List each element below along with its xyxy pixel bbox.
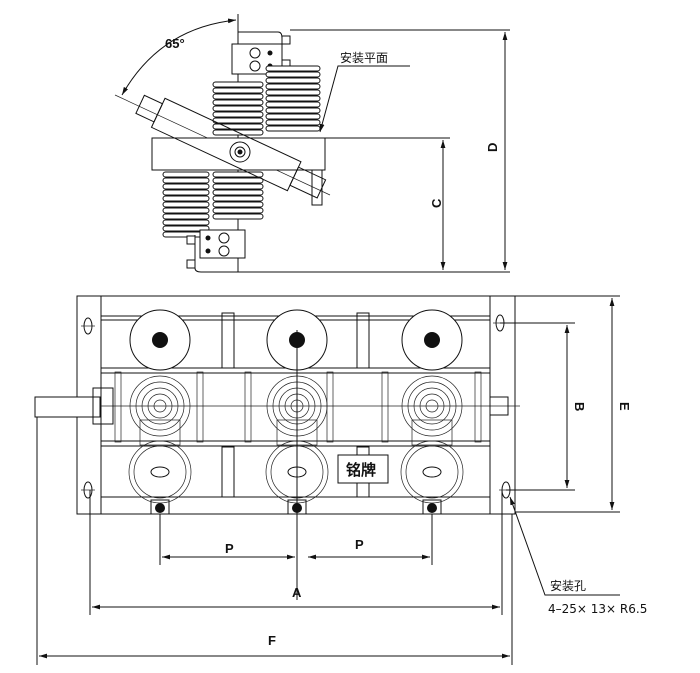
insulator-rib (162, 189, 210, 196)
mechanism-ring (153, 399, 167, 413)
insulator-rib (212, 117, 264, 124)
lower-terminal-circle (400, 440, 464, 504)
bottom-bolt (427, 503, 437, 513)
mechanism-ring (129, 375, 191, 437)
mounting-hole-label: 安装孔 (550, 578, 586, 593)
insulator-rib (265, 77, 321, 84)
insulator-rib (162, 171, 210, 178)
insulator-rib (265, 89, 321, 96)
insulator-rib (212, 105, 264, 112)
insulator-rib (212, 99, 264, 106)
mounting-plane-label: 安装平面 (340, 50, 388, 65)
plan-view: 铭牌 P P A F B E 安装孔 4–25× 13× R6.5 (34, 295, 647, 665)
insulator-rib (162, 201, 210, 208)
mounting-hole-spec: 4–25× 13× R6.5 (548, 602, 647, 616)
insulator-rib (212, 189, 264, 196)
mechanism-ring (147, 393, 173, 419)
mechanism-ring (401, 375, 463, 437)
mechanism-ring (413, 387, 451, 425)
insulator-rib (212, 195, 264, 202)
mechanism-ring (407, 381, 457, 431)
mounting-plane-leader (319, 65, 410, 133)
mounting-hole-leader (509, 496, 620, 596)
dimension-f-label: F (268, 633, 276, 648)
dimension-d-label: D (485, 143, 500, 152)
insulator-rib (162, 183, 210, 190)
insulator-rib (265, 65, 321, 72)
insulator-rib (162, 195, 210, 202)
tie-rod (381, 371, 389, 443)
upper-terminal-dot (152, 332, 168, 348)
upper-terminal-dot (424, 332, 440, 348)
insulator-rib (265, 101, 321, 108)
tie-rod (326, 371, 334, 443)
lower-terminal-inner (405, 445, 459, 499)
insulator-rib (212, 93, 264, 100)
insulator-rib (212, 213, 264, 220)
bottom-bolt (155, 503, 165, 513)
insulator-rib (265, 95, 321, 102)
linkage-block (411, 419, 453, 446)
linkage-block (139, 419, 181, 446)
insulator-rib (162, 219, 210, 226)
tie-rod (196, 371, 204, 443)
insulator-rib (162, 225, 210, 232)
insulator-rib (212, 111, 264, 118)
insulator-rib (212, 81, 264, 88)
insulator-rib (212, 207, 264, 214)
mechanism-ring (141, 387, 179, 425)
tie-rod (114, 371, 122, 443)
dimension-e-label: E (617, 402, 632, 411)
angle-arc (121, 18, 237, 96)
insulator-rib (265, 119, 321, 126)
poles (114, 309, 482, 515)
lower-terminal-lug (150, 466, 170, 478)
mechanism-ring (135, 381, 185, 431)
dimension-c-label: C (429, 198, 444, 208)
dimension-a-label: A (292, 585, 302, 600)
tie-rod (244, 371, 252, 443)
insulator-rib (265, 71, 321, 78)
insulator-rib (162, 207, 210, 214)
insulator-rib (265, 107, 321, 114)
angle-label: 65° (165, 36, 185, 51)
dimension-p-right-label: P (355, 537, 364, 552)
insulator-rib (212, 123, 264, 130)
side-view: 65° 安装平面 C (114, 14, 510, 273)
dimension-p-left-label: P (225, 541, 234, 556)
mechanism-ring (419, 393, 445, 419)
insulator-rib (212, 87, 264, 94)
dimension-b-label: B (572, 402, 587, 411)
insulator-rib (162, 213, 210, 220)
insulator-rib (265, 83, 321, 90)
middle-beam (100, 367, 491, 447)
tie-rod (474, 371, 482, 443)
insulator-rib (212, 183, 264, 190)
lower-terminal-circle (128, 440, 192, 504)
operating-shaft (34, 396, 101, 418)
bottom-terminal-block (199, 229, 246, 259)
mechanism-ring (425, 399, 439, 413)
insulator-rib (212, 177, 264, 184)
insulator-rib (265, 113, 321, 120)
lower-terminal-inner (133, 445, 187, 499)
lower-terminal-lug (422, 466, 442, 478)
insulator-rib (212, 201, 264, 208)
nameplate (337, 454, 389, 484)
insulator-rib (265, 125, 321, 132)
nameplate-label: 铭牌 (346, 461, 376, 479)
insulator-rib (162, 177, 210, 184)
